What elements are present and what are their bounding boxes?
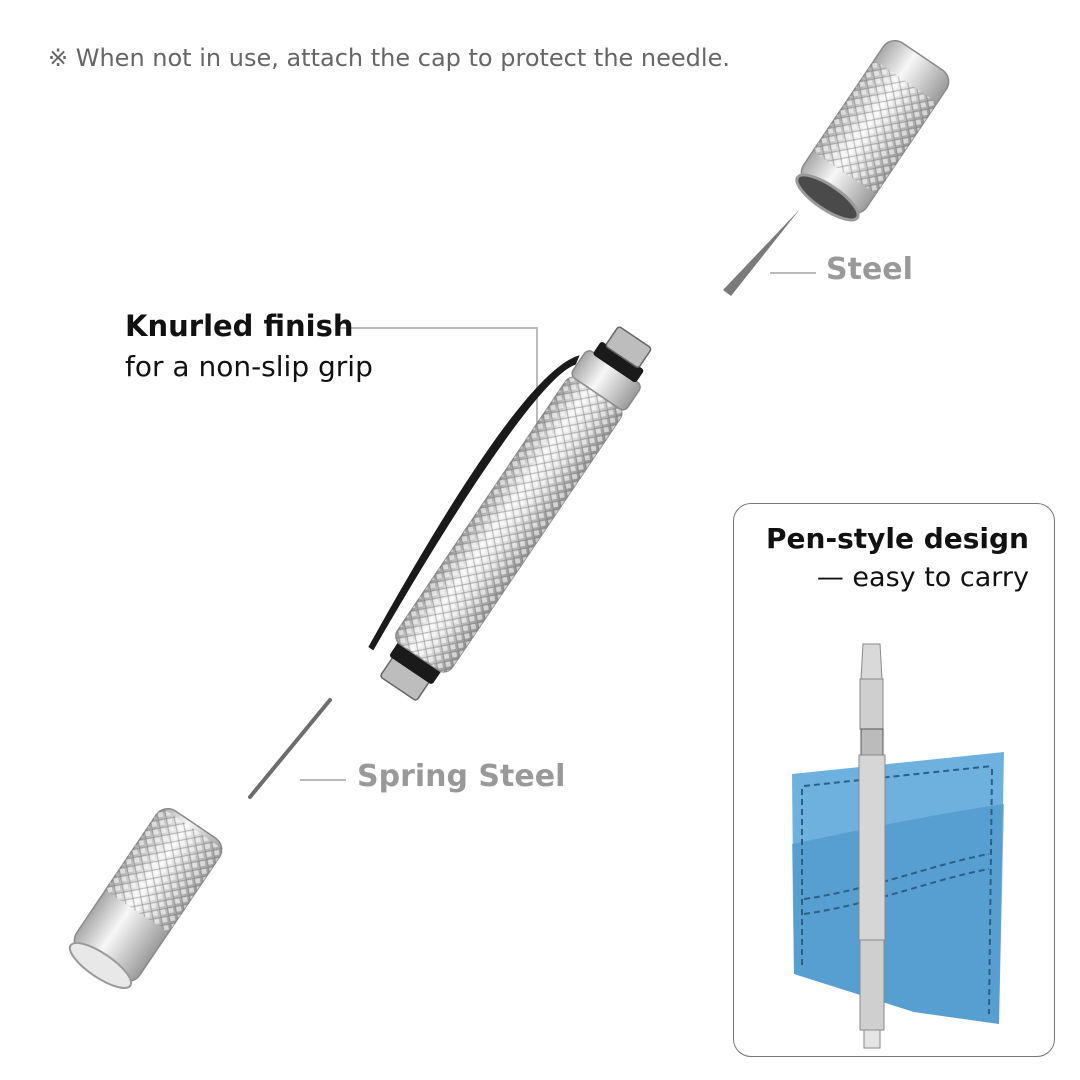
steel-leader [770,272,816,274]
cap-note: ※ When not in use, attach the cap to pro… [48,44,730,72]
steel-needle [723,209,800,296]
spring-steel-leader [300,779,346,781]
knurled-finish-subtitle: for a non-slip grip [125,350,373,383]
pocket-front [792,804,1004,1024]
pen-style-title: Pen-style design [766,522,1029,555]
knurled-leader-v [536,327,538,432]
pen-in-pocket [858,643,886,1049]
pen-style-subtitle: — easy to carry [816,562,1029,593]
steel-label: Steel [826,252,913,287]
knurled-finish-title: Knurled finish [125,309,354,343]
spring-steel-needle [248,698,332,799]
pen-style-inset: Pen-style design — easy to carry [733,503,1055,1057]
knurled-leader-h [337,327,537,329]
pocket-illustration [792,643,1004,1049]
spring-steel-label: Spring Steel [357,759,566,794]
